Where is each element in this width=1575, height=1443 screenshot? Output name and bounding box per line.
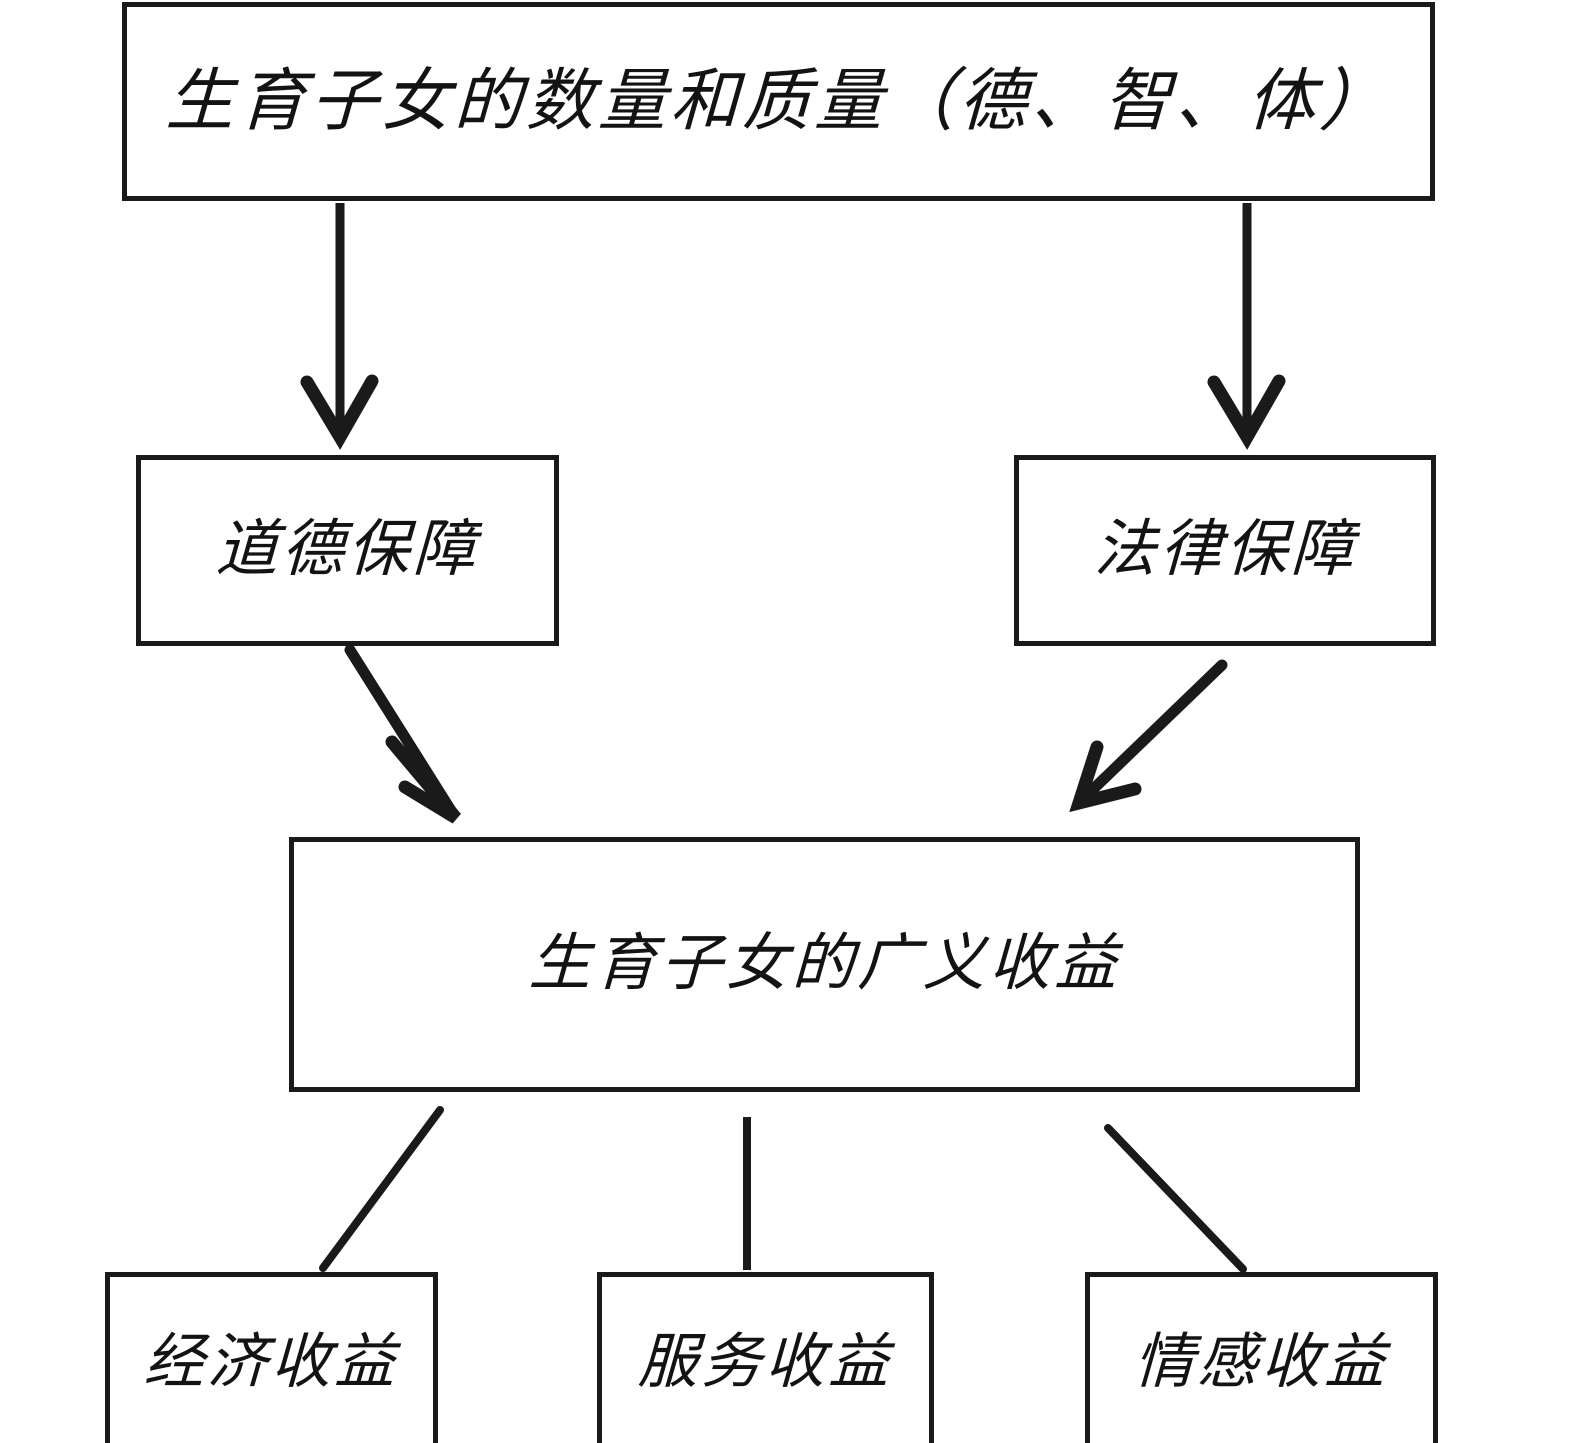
node-legal-guarantee[interactable]: 法律保障: [1014, 455, 1436, 646]
node-service-benefit-label: 服务收益: [637, 1328, 894, 1395]
node-root[interactable]: 生育子女的数量和质量（德、智、体）: [122, 2, 1435, 201]
edge-moral-to-benefit: [344, 644, 461, 824]
node-economic-benefit-label: 经济收益: [143, 1328, 400, 1395]
node-broad-benefits-label: 生育子女的广义收益: [527, 929, 1122, 998]
edge-benefit-to-economic: [319, 1106, 444, 1272]
node-moral-guarantee-label: 道德保障: [214, 515, 481, 584]
edge-benefit-to-emotional: [1104, 1124, 1247, 1273]
edge-legal-to-benefit: [1069, 659, 1228, 813]
node-broad-benefits[interactable]: 生育子女的广义收益: [289, 837, 1360, 1092]
node-emotional-benefit[interactable]: 情感收益: [1085, 1272, 1438, 1443]
node-legal-guarantee-label: 法律保障: [1092, 515, 1358, 584]
node-service-benefit[interactable]: 服务收益: [597, 1272, 934, 1443]
node-moral-guarantee[interactable]: 道德保障: [136, 455, 559, 646]
node-root-label: 生育子女的数量和质量（德、智、体）: [164, 63, 1393, 140]
node-economic-benefit[interactable]: 经济收益: [105, 1272, 438, 1443]
edge-root-to-moral: [300, 203, 379, 450]
edge-root-to-legal: [1207, 203, 1286, 450]
node-emotional-benefit-label: 情感收益: [1133, 1328, 1390, 1395]
